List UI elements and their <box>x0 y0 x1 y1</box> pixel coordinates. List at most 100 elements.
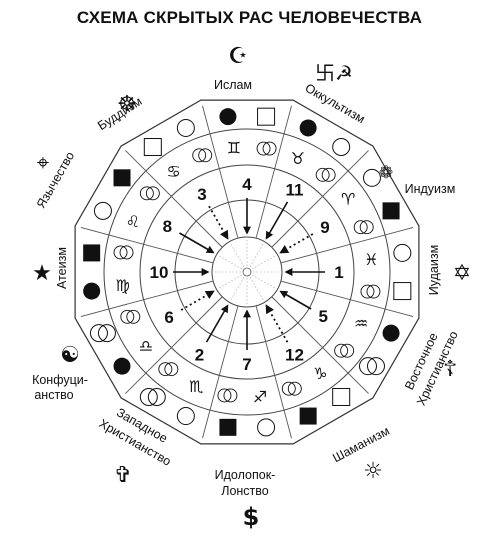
zodiac-sign-11: ♌ <box>126 212 140 231</box>
spoke <box>202 305 239 439</box>
filled-square <box>299 407 317 425</box>
diagram-title: СХЕМА СКРЫТЫХ РАС ЧЕЛОВЕЧЕСТВА <box>76 8 423 27</box>
race-number-4: 4 <box>242 175 252 194</box>
race-number-5: 5 <box>318 307 327 326</box>
race-number-2: 2 <box>195 345 204 364</box>
zodiac-sign-5: ♒ <box>354 314 368 333</box>
spoke <box>255 305 292 439</box>
open-square <box>143 138 162 157</box>
filled-square <box>219 418 237 436</box>
inner-ring-circle <box>340 343 355 358</box>
filled-square <box>83 244 101 262</box>
sun-icon: ☼ <box>363 459 383 484</box>
open-circle <box>362 168 381 187</box>
arrow-3 <box>208 205 229 240</box>
filled-circle <box>83 282 101 300</box>
direction-arrows <box>173 198 325 350</box>
race-number-7: 7 <box>242 355 251 374</box>
overlap-circle <box>139 387 158 406</box>
center-radial <box>249 243 264 267</box>
open-square <box>393 282 412 301</box>
inner-ring-circle <box>281 381 296 396</box>
inner-ring-circle <box>353 220 368 235</box>
race-number-3: 3 <box>197 185 206 204</box>
center-radial <box>252 274 276 289</box>
arrow-12 <box>265 304 289 343</box>
arrow-2 <box>205 304 229 343</box>
inner-ring-circle <box>145 186 160 201</box>
zodiac-sign-8: ♏ <box>189 377 203 396</box>
shape-markers <box>83 107 412 437</box>
star-icon: ★ <box>32 261 52 286</box>
inner-ring-circle <box>334 343 349 358</box>
cross-icon: ✞ <box>114 463 132 488</box>
inner-ring-circle <box>120 309 135 324</box>
race-number-1: 1 <box>334 263 343 282</box>
inner-ring-circle <box>359 220 374 235</box>
open-circle <box>176 407 195 426</box>
center-radial <box>230 277 245 301</box>
inner-ring-circle <box>287 381 302 396</box>
inner-ring-circle <box>315 167 330 182</box>
label-occultism: Оккультизм <box>303 81 368 126</box>
spoke <box>80 280 214 317</box>
zodiac-sign-9: ♎ <box>139 336 153 355</box>
spoke <box>255 105 292 239</box>
filled-circle <box>382 324 400 342</box>
inner-ring-circle <box>262 141 277 156</box>
open-circle <box>332 138 351 157</box>
zodiac-sign-3: ♈ <box>341 190 355 209</box>
inner-ring-circle <box>366 284 381 299</box>
arrow-8 <box>179 232 215 254</box>
ring-circle-2 <box>139 164 355 380</box>
filled-circle <box>113 357 131 375</box>
race-number-10: 10 <box>150 263 169 282</box>
lotus-icon: ❁ <box>379 163 393 183</box>
zodiac-sign-12: ♋ <box>166 162 180 181</box>
open-circle <box>257 418 276 437</box>
star-of-david-icon: ✡ <box>453 261 471 286</box>
ring-circle-4 <box>211 236 283 308</box>
pagan-cross-icon: ⌖ <box>37 151 49 176</box>
center-dot <box>242 267 252 277</box>
inner-ring-circle <box>119 245 134 260</box>
inner-ring-circle <box>164 362 179 377</box>
overlap-circle <box>97 324 116 343</box>
zodiac-sign-1: ♊ <box>227 139 241 158</box>
overlap-circle <box>366 357 385 376</box>
race-number-11: 11 <box>286 181 304 200</box>
inner-ring-circle <box>223 388 238 403</box>
inner-ring-circle <box>360 284 375 299</box>
open-circle <box>93 201 112 220</box>
label-judaism: Иудаизм <box>427 245 441 295</box>
orthodox-cross-icon: ☦ <box>443 357 457 382</box>
filled-circle <box>299 119 317 137</box>
label-islam: Ислам <box>214 78 252 92</box>
crescent-star-icon: ☪ <box>228 44 248 69</box>
outer-dodecagon <box>74 99 420 445</box>
center-radial <box>252 255 276 270</box>
spoke <box>125 296 223 394</box>
yin-yang-icon: ☯ <box>60 343 80 368</box>
spoke <box>80 227 214 264</box>
spoke <box>280 227 414 264</box>
zodiac-sign-6: ♑ <box>313 364 327 383</box>
spoke <box>271 296 369 394</box>
label-hinduism: Индуизм <box>405 182 456 196</box>
dharma-wheel-icon: ☸ <box>117 92 137 117</box>
inner-ring-circle <box>256 141 271 156</box>
filled-circle <box>219 108 237 126</box>
inner-ring-circle <box>321 167 336 182</box>
overlap-circle <box>358 357 377 376</box>
overlap-circle <box>147 387 166 406</box>
inner-ring-circle <box>217 388 232 403</box>
zodiac-sign-4: ♓ <box>364 250 378 269</box>
filled-square <box>113 169 131 187</box>
center-radial <box>218 255 242 270</box>
inner-ring-circle <box>139 186 154 201</box>
wheel-spokes <box>80 105 414 439</box>
arrow-9 <box>279 233 314 254</box>
